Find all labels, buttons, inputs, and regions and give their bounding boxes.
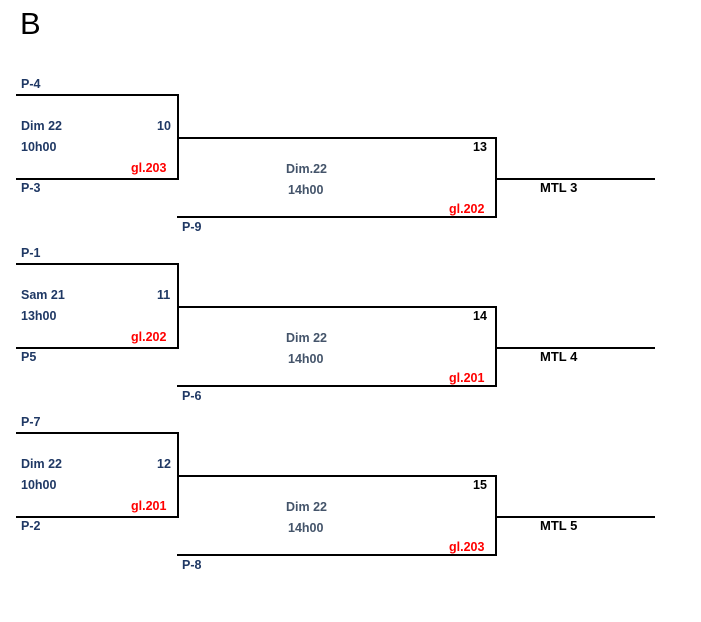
round2-time: 14h00 (288, 352, 324, 366)
round1-date: Dim 22 (21, 457, 62, 471)
round1-time: 13h00 (21, 309, 57, 323)
round2-date: Dim 22 (286, 331, 327, 345)
round1-court: gl.201 (131, 499, 167, 513)
round2-bottom-rail (177, 554, 497, 556)
round1-match-number: 11 (157, 288, 171, 302)
round1-top-slot[interactable]: P-7 (21, 415, 41, 429)
round1-time: 10h00 (21, 478, 57, 492)
round1-bottom-slot[interactable]: P-3 (21, 181, 41, 195)
bracket-group-3: P-7 P-2 Dim 22 10h00 12 gl.201 Dim 22 14… (0, 338, 701, 571)
final-label: MTL 3 (540, 180, 578, 195)
final-label: MTL 4 (540, 349, 578, 364)
round2-top-rail (177, 306, 497, 308)
round2-time: 14h00 (288, 183, 324, 197)
round2-date: Dim 22 (286, 500, 327, 514)
round1-top-slot[interactable]: P-1 (21, 246, 41, 260)
round2-time: 14h00 (288, 521, 324, 535)
round2-match-number: 13 (473, 140, 487, 154)
bracket-group-1: P-4 P-3 Dim 22 10h00 10 gl.203 Dim.22 14… (0, 0, 701, 233)
round2-bottom-rail (177, 385, 497, 387)
round1-bottom-rail (16, 516, 179, 518)
final-rail (495, 178, 655, 180)
final-rail (495, 347, 655, 349)
round2-feed-slot[interactable]: P-9 (182, 220, 202, 234)
round1-match-number: 12 (157, 457, 171, 471)
round2-court: gl.203 (449, 540, 485, 554)
round1-top-rail (16, 94, 179, 96)
round1-bottom-rail (16, 178, 179, 180)
round1-date: Dim 22 (21, 119, 62, 133)
round1-time: 10h00 (21, 140, 57, 154)
round1-top-rail (16, 263, 179, 265)
final-rail (495, 516, 655, 518)
round2-feed-slot[interactable]: P-6 (182, 389, 202, 403)
bracket-group-2: P-1 P5 Sam 21 13h00 11 gl.202 Dim 22 14h… (0, 169, 701, 402)
round2-bottom-rail (177, 216, 497, 218)
round1-court: gl.203 (131, 161, 167, 175)
round2-court: gl.201 (449, 371, 485, 385)
final-label: MTL 5 (540, 518, 578, 533)
round2-right-wall (495, 475, 497, 556)
round1-date: Sam 21 (21, 288, 65, 302)
round1-bottom-rail (16, 347, 179, 349)
round1-match-number: 10 (157, 119, 171, 133)
round2-feed-slot[interactable]: P-8 (182, 558, 202, 572)
round2-right-wall (495, 306, 497, 387)
round2-top-rail (177, 137, 497, 139)
round1-bottom-slot[interactable]: P-2 (21, 519, 41, 533)
page-title: B (20, 6, 41, 41)
round2-match-number: 14 (473, 309, 487, 323)
round2-date: Dim.22 (286, 162, 327, 176)
round2-match-number: 15 (473, 478, 487, 492)
round2-top-rail (177, 475, 497, 477)
round2-right-wall (495, 137, 497, 218)
round1-top-slot[interactable]: P-4 (21, 77, 41, 91)
round1-top-rail (16, 432, 179, 434)
round1-bottom-slot[interactable]: P5 (21, 350, 37, 364)
round1-court: gl.202 (131, 330, 167, 344)
round2-court: gl.202 (449, 202, 485, 216)
